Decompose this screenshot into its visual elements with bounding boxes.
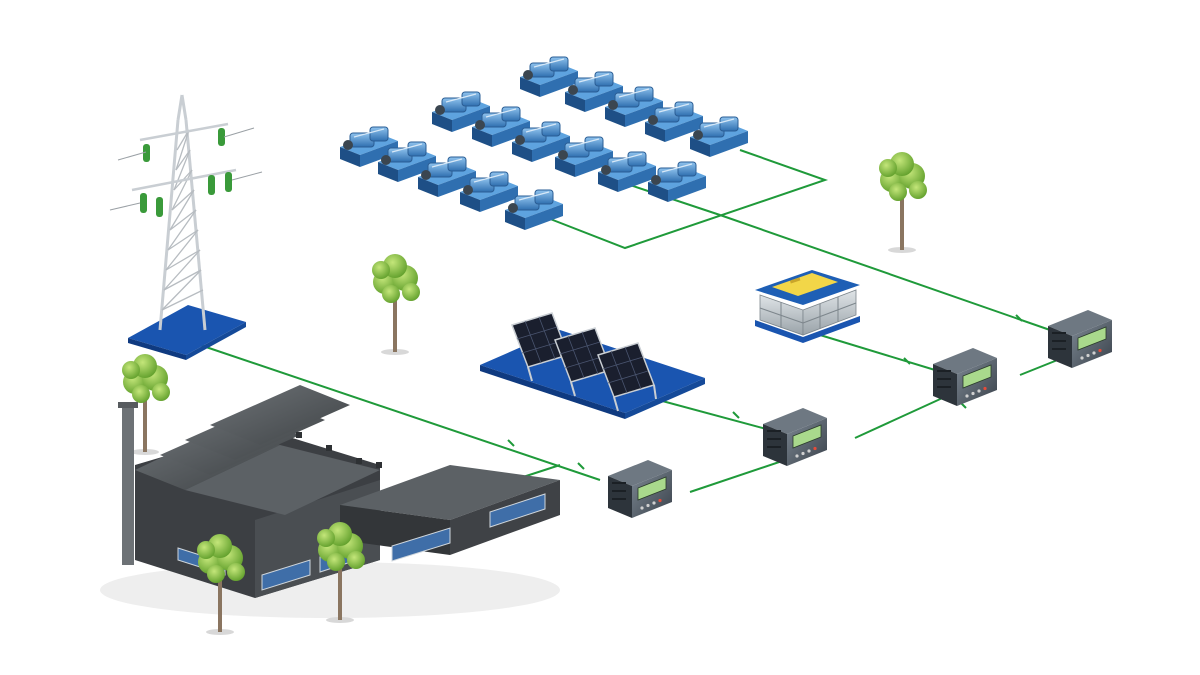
breaker-marks bbox=[507, 314, 1023, 470]
solar-panel-icon bbox=[480, 312, 705, 419]
controller-unit-icon bbox=[1047, 309, 1113, 369]
transmission-tower-icon bbox=[109, 94, 263, 360]
controller-unit-icon bbox=[932, 347, 998, 407]
tree-icon bbox=[372, 254, 420, 355]
line-battery-ctrl3 bbox=[819, 334, 936, 371]
line-generator-tap bbox=[629, 184, 721, 216]
factory-icon bbox=[100, 385, 560, 618]
line-generators-ctrl4 bbox=[719, 214, 1051, 331]
tree-icon bbox=[879, 152, 927, 253]
controller-unit-icon bbox=[607, 459, 673, 519]
controller-unit-icon bbox=[762, 407, 828, 467]
line-pylon-controller bbox=[199, 344, 601, 481]
battery-storage-icon bbox=[755, 270, 860, 343]
line-generators-loop bbox=[539, 149, 829, 250]
connection-lines bbox=[199, 149, 1071, 493]
